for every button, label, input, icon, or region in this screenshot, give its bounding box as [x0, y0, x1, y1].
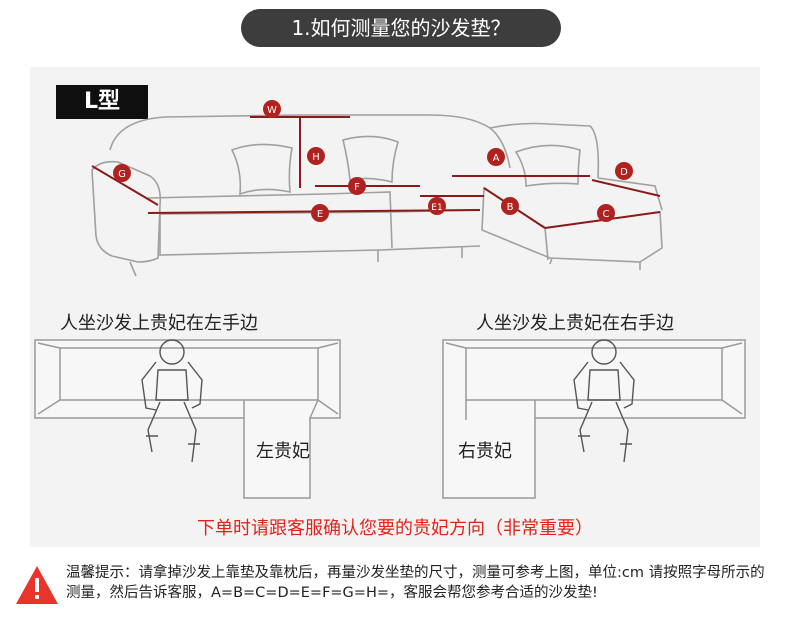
badge-f-text: F [354, 182, 360, 193]
badge-c [597, 204, 615, 222]
person-right-icon [573, 339, 635, 463]
left-case-caption: 人坐沙发上贵妃在左手边 [60, 313, 258, 334]
badge-f [348, 177, 366, 195]
diagram-panel [30, 67, 760, 547]
badge-d [615, 162, 633, 180]
l-sofa-outline [91, 114, 663, 277]
badge-a [487, 148, 505, 166]
warning-triangle-icon [16, 566, 58, 604]
badge-b-text: B [507, 202, 514, 213]
shape-tag: L型 [56, 85, 148, 119]
measure-badges: W H G F E E1 A B C D [113, 100, 633, 222]
badge-e-text: E [317, 209, 323, 220]
section-title: 1.如何测量您的沙发垫？ [241, 9, 561, 47]
badge-d-text: D [620, 167, 628, 178]
badge-h-text: H [312, 152, 320, 163]
direction-notice: 下单时请跟客服确认您要的贵妃方向（非常重要） [197, 518, 593, 539]
right-case-caption: 人坐沙发上贵妃在右手边 [476, 313, 674, 334]
badge-g [113, 164, 131, 182]
badge-g-text: G [118, 169, 126, 180]
left-chaise-label: 左贵妃 [256, 441, 310, 462]
badge-e [311, 204, 329, 222]
person-left-icon [141, 339, 203, 463]
badge-e1-text: E1 [431, 203, 442, 213]
right-sofa-topview [442, 339, 746, 499]
badge-b [501, 197, 519, 215]
measurement-tip: 温馨提示：请拿掉沙发上靠垫及靠枕后，再量沙发坐垫的尺寸，测量可参考上图，单位:c… [66, 565, 765, 601]
badge-a-text: A [493, 153, 500, 164]
badge-c-text: C [603, 209, 610, 220]
right-chaise-label: 右贵妃 [458, 441, 512, 462]
badge-h [307, 147, 325, 165]
badge-e1 [428, 197, 446, 215]
measure-lines [91, 116, 661, 229]
badge-w-text: W [267, 105, 277, 116]
left-sofa-topview [34, 339, 341, 499]
badge-w [263, 100, 281, 118]
